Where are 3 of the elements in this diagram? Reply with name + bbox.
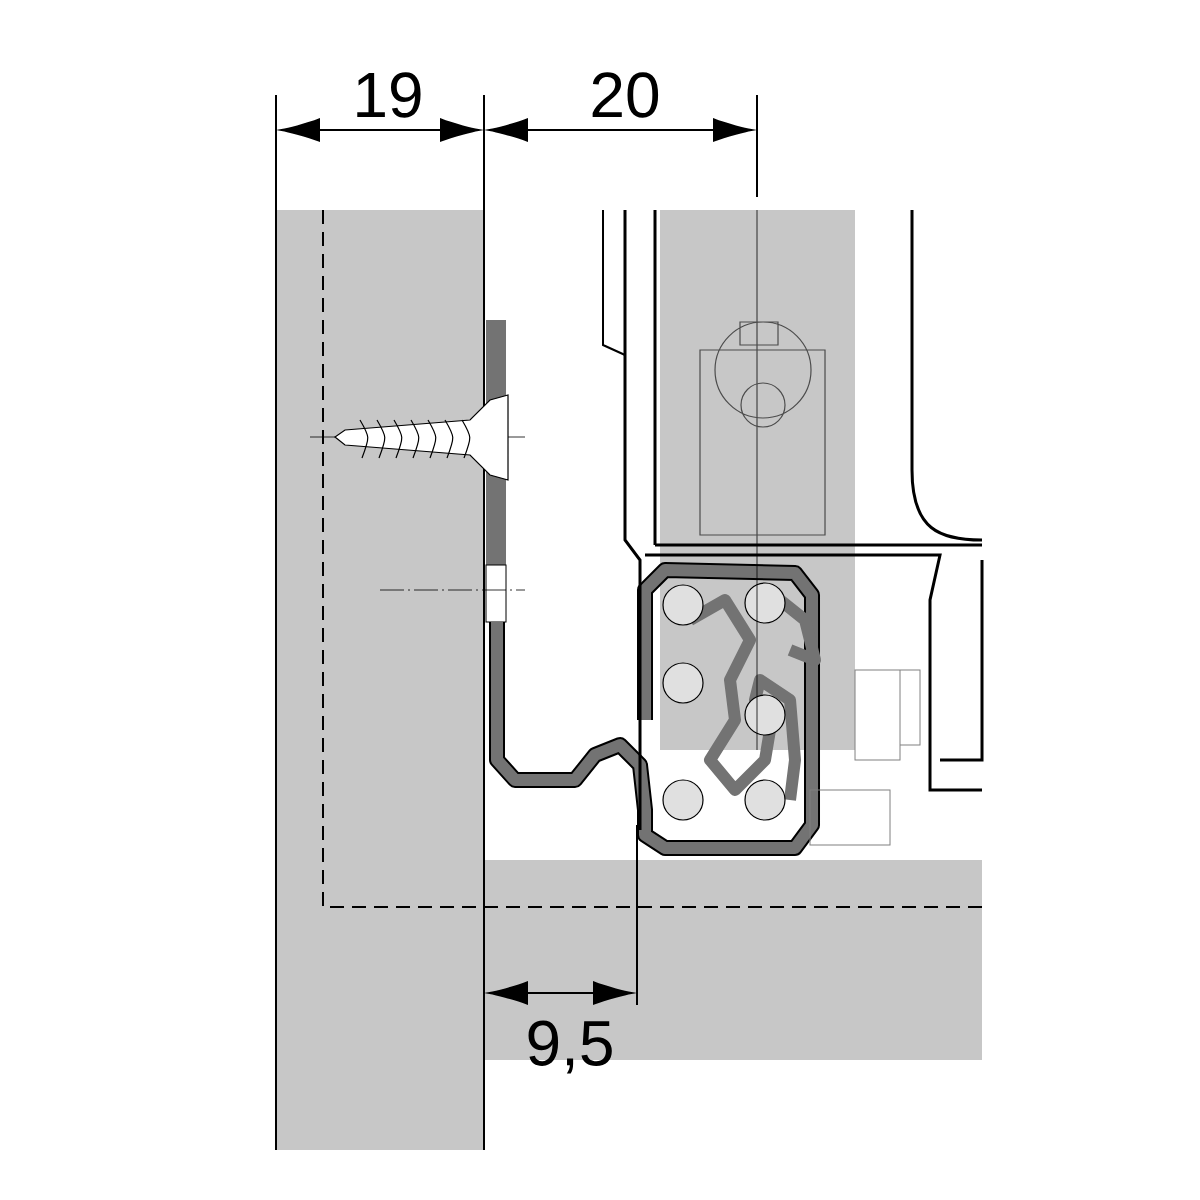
dimension-label: 19: [357, 72, 421, 118]
dimension-label: 9,5: [528, 1020, 612, 1074]
dimension-label: 20: [592, 72, 659, 118]
